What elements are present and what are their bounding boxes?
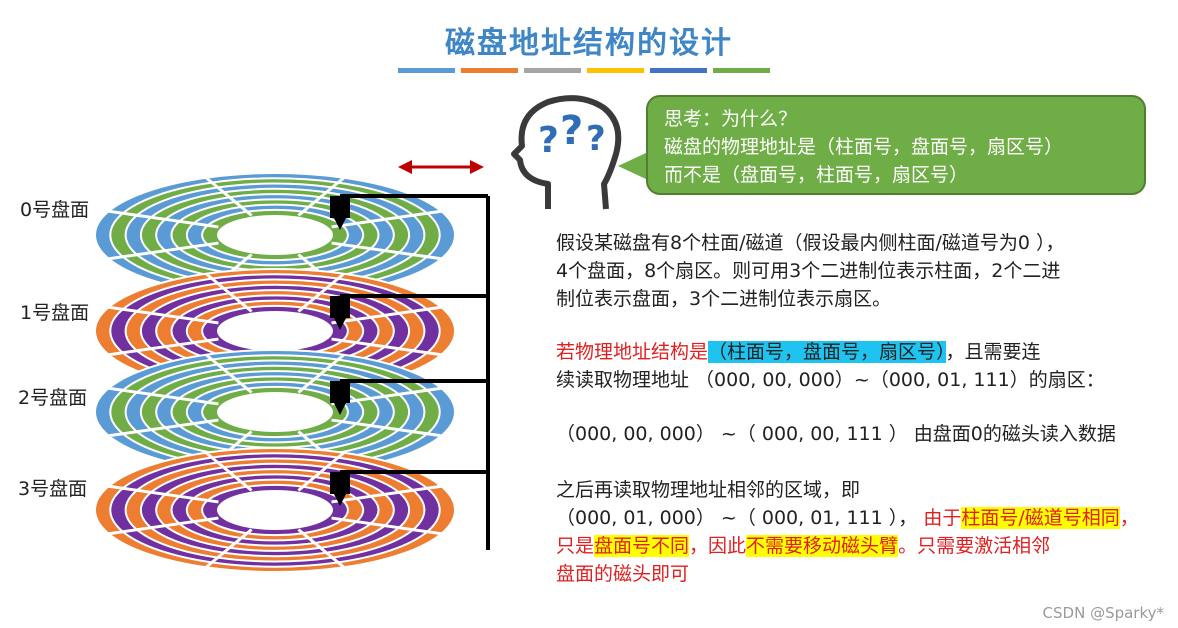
- highlight-different-surface: 盘面号不同: [594, 535, 690, 557]
- paragraph-structure: 若物理地址结构是（柱面号，盘面号，扇区号），且需要连 续读取物理地址 （000,…: [556, 338, 1166, 394]
- thinking-head-icon: ? ? ?: [511, 95, 622, 210]
- read-head-1: [334, 318, 346, 330]
- disk-label-0: 0号盘面: [20, 199, 90, 221]
- title-underline: [398, 68, 770, 73]
- sector-divider: [205, 528, 253, 569]
- sector-divider: [331, 516, 442, 536]
- sector-divider: [108, 516, 219, 536]
- svg-text:?: ?: [560, 108, 583, 154]
- bubble-line-2: 磁盘的物理地址是（柱面号，盘面号，扇区号）: [664, 136, 1064, 158]
- text-line: 4个盘面，8个扇区。则可用3个二进制位表示柱面，2个二进: [556, 260, 1061, 282]
- watermark: CSDN @Sparky*: [1042, 604, 1164, 622]
- sector-divider: [108, 305, 219, 325]
- red-text: 若物理地址结构是: [556, 341, 709, 363]
- underline-stripe: [398, 68, 455, 73]
- sector-divider: [331, 337, 442, 357]
- speech-bubble: 思考：为什么？ 磁盘的物理地址是（柱面号，盘面号，扇区号） 而不是（盘面号，柱面…: [646, 95, 1146, 195]
- disk-stack-diagram: [94, 160, 490, 573]
- sector-divider: [297, 272, 345, 313]
- read-head-2: [334, 403, 346, 415]
- head-block-0: [330, 196, 350, 218]
- sector-divider: [108, 418, 219, 438]
- move-arrow: [398, 160, 484, 174]
- text-span: （000, 01, 000） ~（ 000, 01, 111 ），: [556, 507, 918, 529]
- text-line: （000, 01, 000） ~（ 000, 01, 111 ）， 由于柱面号/…: [556, 504, 1166, 532]
- red-text: 。只需要激活相邻: [898, 535, 1051, 557]
- underline-stripe: [461, 68, 518, 73]
- head-block-2: [330, 381, 350, 403]
- sector-divider: [205, 451, 253, 492]
- page-title: 磁盘地址结构的设计: [445, 26, 733, 61]
- underline-stripe: [524, 68, 581, 73]
- paragraph-assumption: 假设某磁盘有8个柱面/磁道（假设最内侧柱面/磁道号为0 ）， 4个盘面，8个扇区…: [556, 229, 1166, 313]
- read-head-3: [334, 494, 346, 506]
- underline-stripe: [650, 68, 707, 73]
- text-line: 制位表示盘面，3个二进制位表示扇区。: [556, 288, 892, 310]
- svg-text:?: ?: [538, 120, 559, 161]
- disk-label-3: 3号盘面: [18, 478, 88, 500]
- disk-label-1: 1号盘面: [20, 302, 90, 324]
- sector-divider: [331, 305, 442, 325]
- sector-divider: [205, 353, 253, 394]
- spindle-hole: [217, 490, 333, 530]
- head-block-3: [330, 472, 350, 494]
- highlight-structure: （柱面号，盘面号，扇区号）: [708, 341, 946, 363]
- underline-stripe: [587, 68, 644, 73]
- speech-bubble-tail: [618, 152, 648, 180]
- sector-divider: [108, 209, 219, 229]
- disk-label-2: 2号盘面: [18, 387, 88, 409]
- text-line: 之后再读取物理地址相邻的区域，即: [556, 479, 861, 501]
- sector-divider: [205, 272, 253, 313]
- red-text: 只是: [556, 535, 595, 557]
- red-text: ，: [1119, 507, 1139, 529]
- sector-divider: [297, 451, 345, 492]
- sector-divider: [108, 337, 219, 357]
- text-line: 假设某磁盘有8个柱面/磁道（假设最内侧柱面/磁道号为0 ），: [556, 232, 1065, 254]
- bubble-line-1: 思考：为什么？: [664, 108, 798, 130]
- sector-divider: [297, 353, 345, 394]
- sector-divider: [108, 484, 219, 504]
- sector-divider: [297, 528, 345, 569]
- svg-text:?: ?: [586, 119, 606, 159]
- highlight-same-cylinder: 柱面号/磁道号相同: [961, 507, 1120, 529]
- text-span: ，且需要连: [945, 341, 1041, 363]
- sector-divider: [205, 176, 253, 217]
- spindle-hole: [217, 392, 333, 432]
- bubble-line-3: 而不是（盘面号，柱面号，扇区号）: [664, 164, 969, 186]
- disk-platter-3: [94, 447, 456, 573]
- text-line: 续读取物理地址 （000, 00, 000）~（000, 01, 111）的扇区…: [556, 369, 1105, 391]
- head-block-1: [330, 296, 350, 318]
- paragraph-adjacent: 之后再读取物理地址相邻的区域，即 （000, 01, 000） ~（ 000, …: [556, 476, 1166, 588]
- underline-stripe: [713, 68, 770, 73]
- text-line: 若物理地址结构是（柱面号，盘面号，扇区号），且需要连: [556, 338, 1166, 366]
- sector-divider: [108, 241, 219, 261]
- read-head-0: [334, 218, 346, 230]
- sector-divider: [331, 241, 442, 261]
- sector-divider: [331, 209, 442, 229]
- highlight-no-arm-move: 不需要移动磁头臂: [746, 535, 899, 557]
- paragraph-disk0-read: （000, 00, 000） ~（ 000, 00, 111 ） 由盘面0的磁头…: [556, 423, 1116, 445]
- sector-divider: [331, 484, 442, 504]
- sector-divider: [108, 386, 219, 406]
- spindle-hole: [217, 215, 333, 255]
- red-text: 由于: [917, 507, 962, 529]
- text-line: 只是盘面号不同，因此不需要移动磁头臂。只需要激活相邻: [556, 532, 1166, 560]
- sector-divider: [331, 418, 442, 438]
- red-text: ，因此: [689, 535, 747, 557]
- sector-divider: [297, 176, 345, 217]
- text-line: 盘面的磁头即可: [556, 563, 690, 585]
- spindle-hole: [217, 311, 333, 351]
